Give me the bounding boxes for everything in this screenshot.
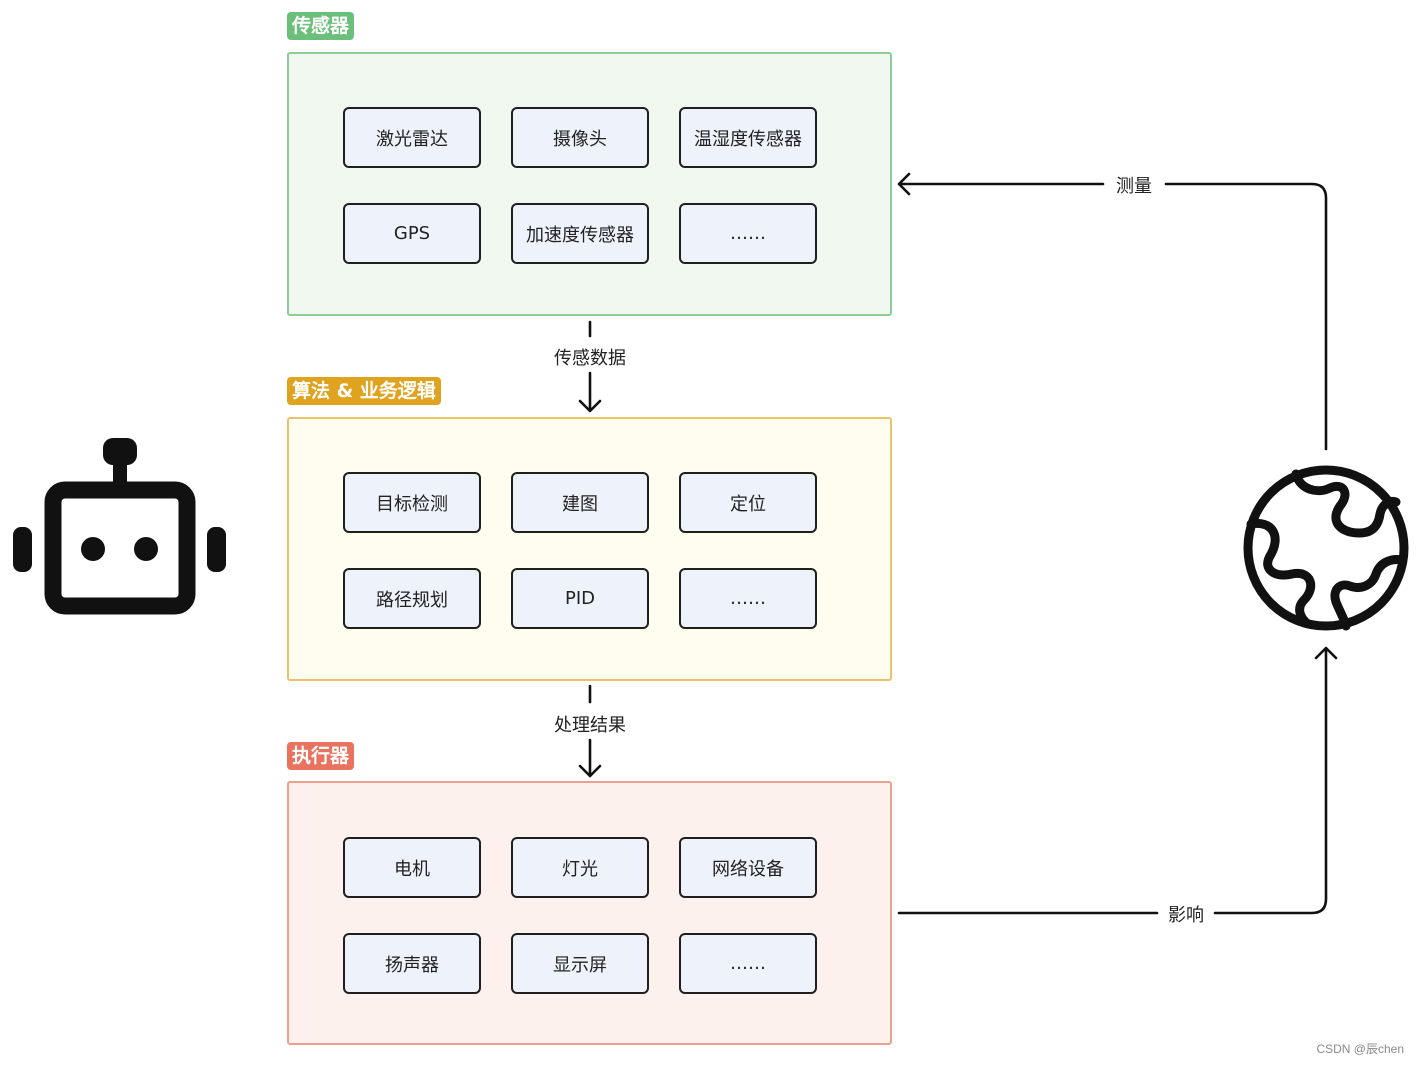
item-gps: GPS bbox=[343, 203, 481, 264]
item-localization: 定位 bbox=[679, 472, 817, 533]
item-pid: PID bbox=[511, 568, 649, 629]
edge-actuator-to-world bbox=[897, 646, 1338, 915]
actuator-group: 电机 灯光 网络设备 扬声器 显示屏 …… bbox=[287, 781, 892, 1045]
item-lidar: 激光雷达 bbox=[343, 107, 481, 168]
item-motor: 电机 bbox=[343, 837, 481, 898]
actuator-group-title: 执行器 bbox=[287, 742, 355, 770]
item-actuator-more: …… bbox=[679, 933, 817, 994]
item-speaker: 扬声器 bbox=[343, 933, 481, 994]
item-path-planning: 路径规划 bbox=[343, 568, 481, 629]
item-object-detection: 目标检测 bbox=[343, 472, 481, 533]
item-camera: 摄像头 bbox=[511, 107, 649, 168]
sensor-group-title: 传感器 bbox=[287, 12, 355, 40]
watermark: CSDN @辰chen bbox=[1316, 1042, 1404, 1056]
item-temp-humidity-sensor: 温湿度传感器 bbox=[679, 107, 817, 168]
sensor-group: 激光雷达 摄像头 温湿度传感器 GPS 加速度传感器 …… bbox=[287, 52, 892, 316]
edge-label-influence: 影响 bbox=[1160, 901, 1212, 927]
item-light: 灯光 bbox=[511, 837, 649, 898]
algorithm-group-title: 算法 & 业务逻辑 bbox=[287, 377, 441, 405]
item-display: 显示屏 bbox=[511, 933, 649, 994]
edge-sensor-to-algorithm bbox=[578, 320, 602, 413]
item-accelerometer: 加速度传感器 bbox=[511, 203, 649, 264]
edge-label-processing-result: 处理结果 bbox=[548, 711, 632, 737]
algorithm-group: 目标检测 建图 定位 路径规划 PID …… bbox=[287, 417, 892, 681]
robot-icon bbox=[13, 438, 226, 615]
edge-world-to-sensor bbox=[897, 172, 1328, 451]
edge-label-sensor-data: 传感数据 bbox=[548, 344, 632, 370]
globe-icon bbox=[1243, 465, 1409, 631]
item-mapping: 建图 bbox=[511, 472, 649, 533]
edge-label-measure: 测量 bbox=[1108, 172, 1160, 198]
item-network-device: 网络设备 bbox=[679, 837, 817, 898]
item-algorithm-more: …… bbox=[679, 568, 817, 629]
edge-algorithm-to-actuator bbox=[578, 684, 602, 778]
item-sensor-more: …… bbox=[679, 203, 817, 264]
